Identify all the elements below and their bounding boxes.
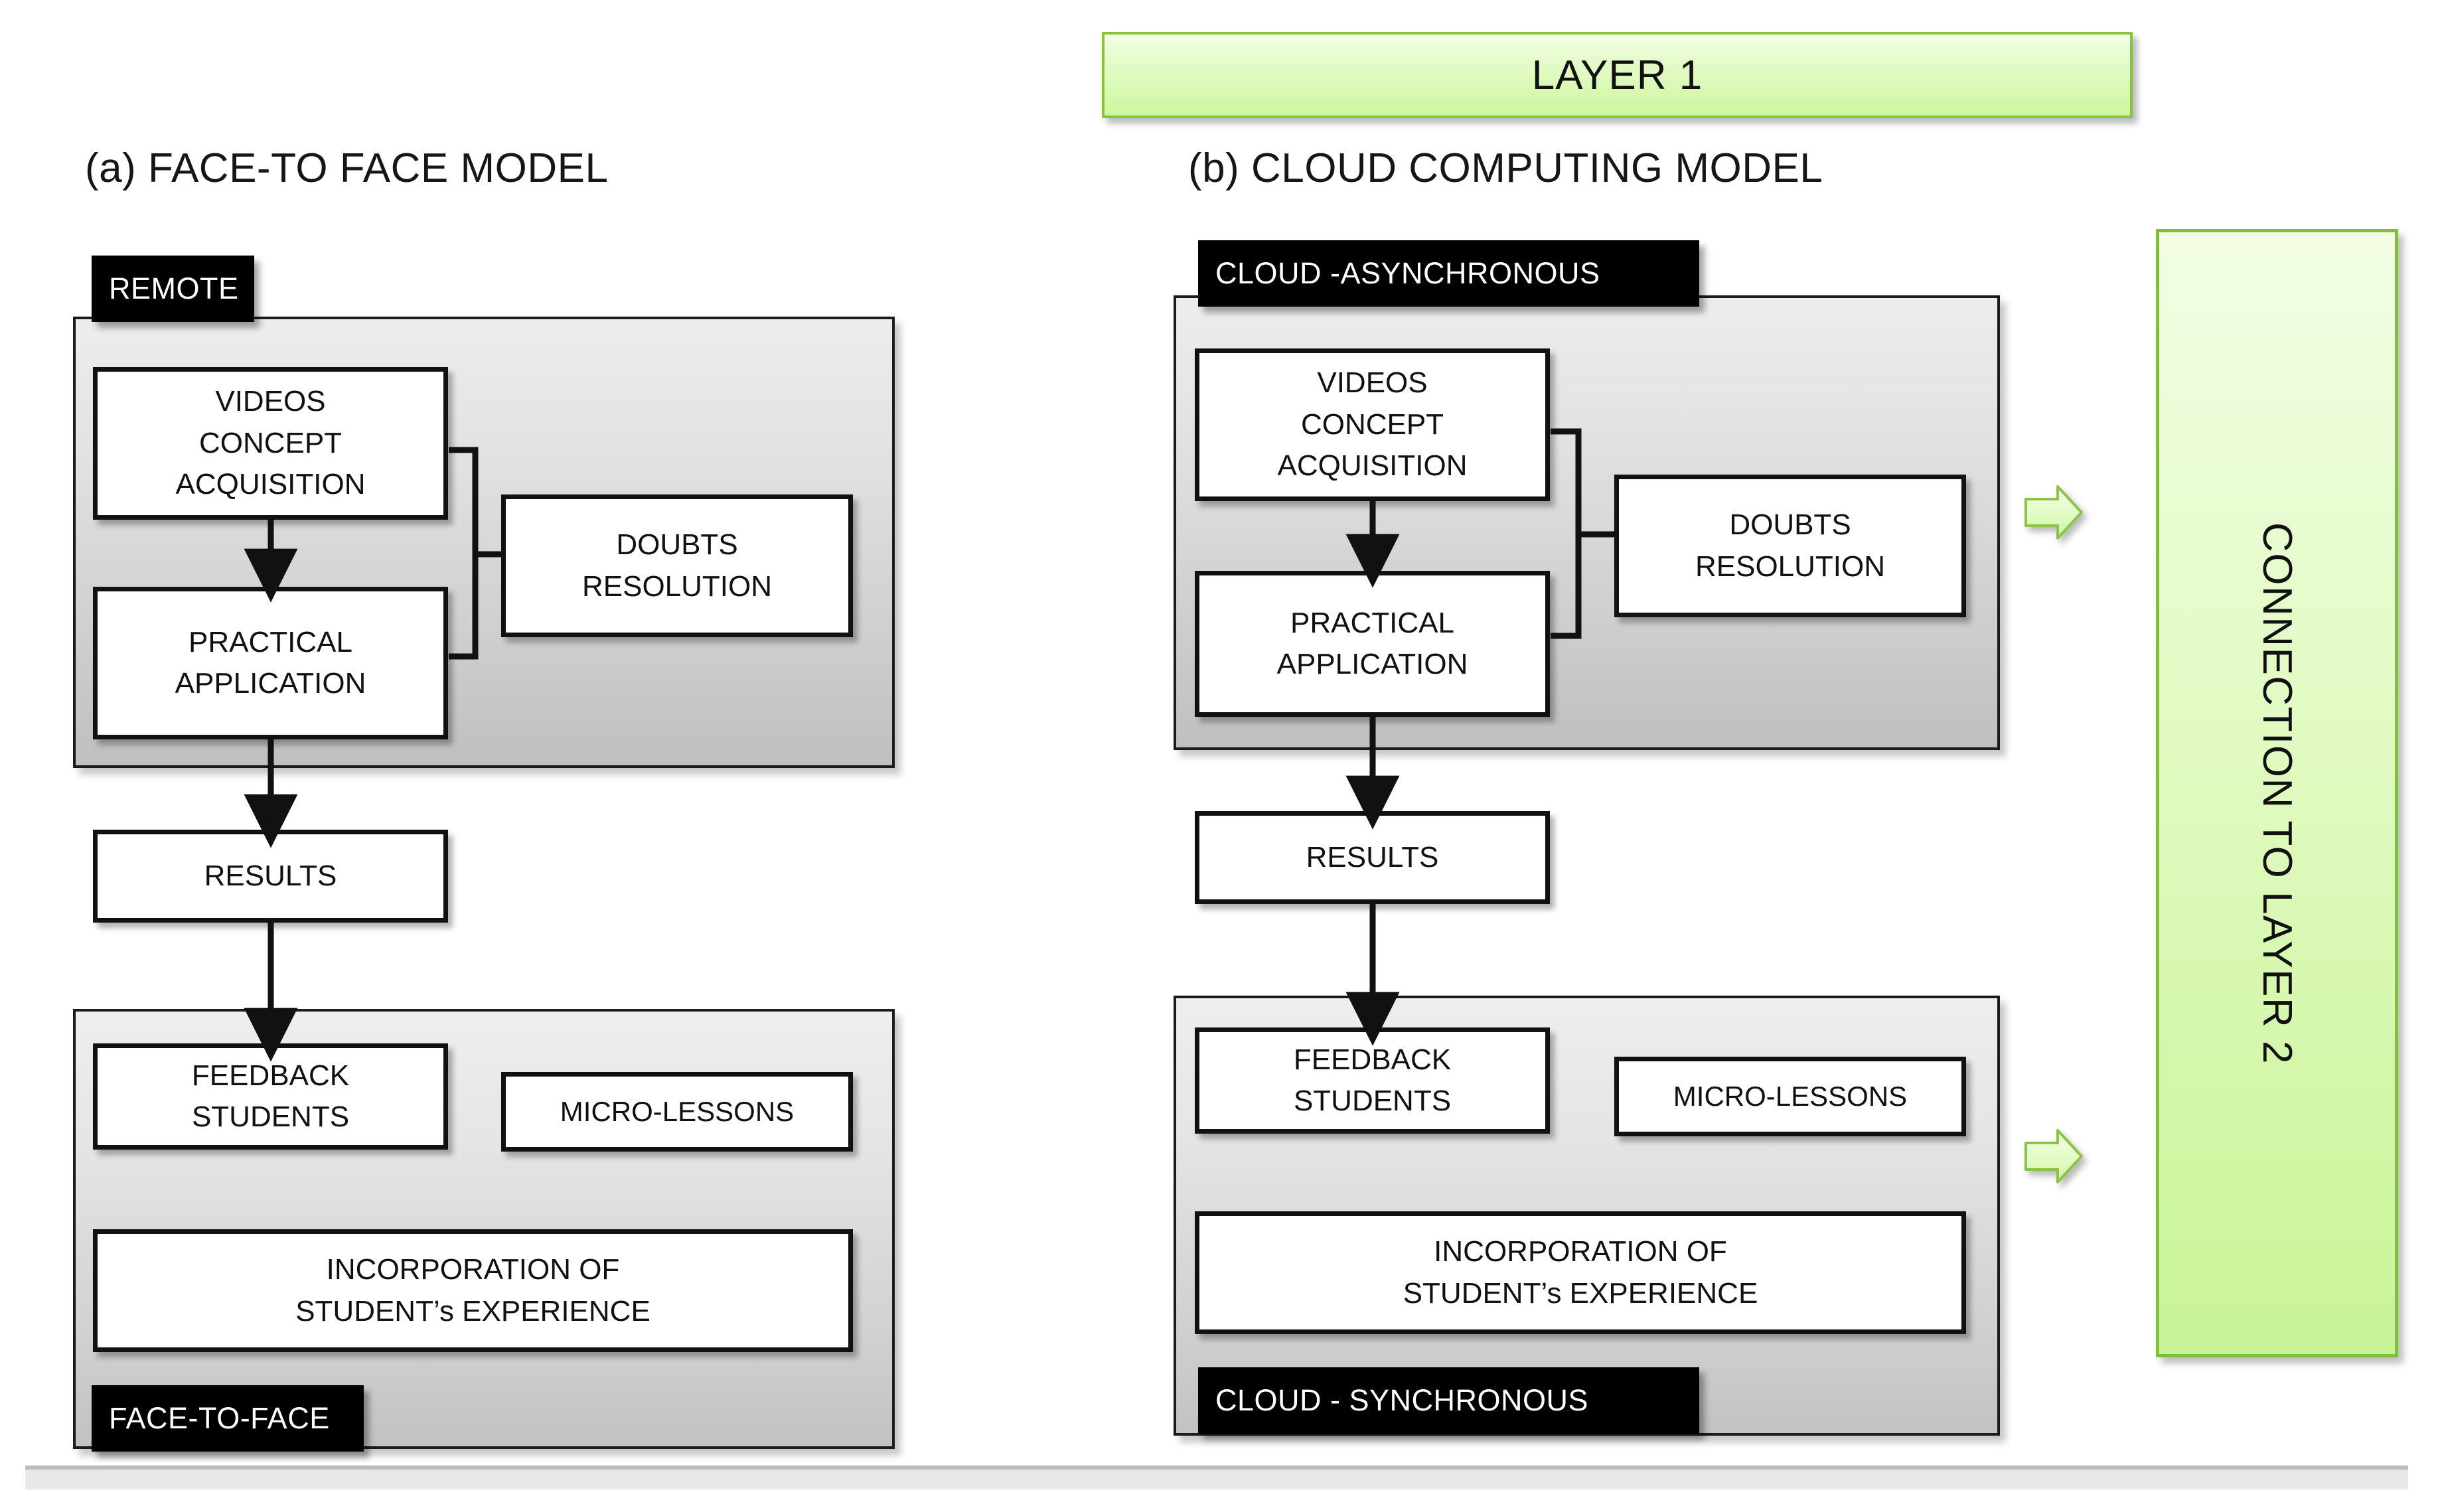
node-line-1: PRACTICAL <box>1290 606 1454 639</box>
node-feedback-students-ftf: FEEDBACK STUDENTS <box>93 1043 448 1150</box>
node-practical-application-cloud: PRACTICAL APPLICATION <box>1195 571 1550 717</box>
node-micro-lessons-cloud: MICRO-LESSONS <box>1614 1057 1966 1136</box>
node-line-2: CONCEPT <box>1300 408 1444 441</box>
node-line-2: STUDENTS <box>1293 1085 1452 1117</box>
node-line-1: RESULTS <box>1306 840 1439 873</box>
face-to-face-model-title: (a) FACE-TO FACE MODEL <box>85 145 609 191</box>
node-line-1: FEEDBACK <box>191 1059 350 1092</box>
node-micro-lessons-ftf: MICRO-LESSONS <box>501 1072 853 1152</box>
node-line-1: MICRO-LESSONS <box>1673 1081 1908 1112</box>
node-line-1: FEEDBACK <box>1293 1043 1452 1076</box>
node-videos-concept-acquisition-cloud: VIDEOS CONCEPT ACQUISITION <box>1195 348 1550 501</box>
node-line-2: RESOLUTION <box>581 569 773 603</box>
node-line-3: ACQUISITION <box>175 468 366 501</box>
node-line-1: VIDEOS <box>1317 366 1428 400</box>
tag-remote: REMOTE <box>92 256 254 322</box>
cloud-computing-model-title: (b) CLOUD COMPUTING MODEL <box>1188 145 1823 191</box>
node-line-2: RESOLUTION <box>1695 550 1886 583</box>
node-line-1: INCORPORATION OF <box>326 1253 620 1286</box>
node-line-2: APPLICATION <box>1276 648 1468 680</box>
node-incorporation-student-experience-cloud: INCORPORATION OF STUDENT’s EXPERIENCE <box>1195 1211 1966 1334</box>
green-arrow-upper <box>2024 485 2083 540</box>
node-line-2: CONCEPT <box>198 426 343 459</box>
node-line-1: RESULTS <box>204 859 337 892</box>
connection-to-layer-2-box: CONNECTION TO LAYER 2 <box>2156 229 2398 1357</box>
node-line-2: STUDENT’s EXPERIENCE <box>1403 1276 1758 1310</box>
node-line-3: ACQUISITION <box>1277 449 1468 483</box>
node-line-1: DOUBTS <box>616 528 738 562</box>
node-videos-concept-acquisition-ftf: VIDEOS CONCEPT ACQUISITION <box>93 367 448 520</box>
node-line-1: INCORPORATION OF <box>1434 1235 1727 1268</box>
node-line-2: STUDENTS <box>191 1100 350 1133</box>
connection-to-layer-2-label: CONNECTION TO LAYER 2 <box>2254 522 2301 1065</box>
node-results-cloud: RESULTS <box>1195 811 1550 904</box>
node-doubts-resolution-cloud: DOUBTS RESOLUTION <box>1614 475 1966 617</box>
node-incorporation-student-experience-ftf: INCORPORATION OF STUDENT’s EXPERIENCE <box>93 1229 853 1352</box>
node-practical-application-ftf: PRACTICAL APPLICATION <box>93 587 448 739</box>
layer-1-banner: LAYER 1 <box>1102 32 2133 118</box>
node-line-1: MICRO-LESSONS <box>560 1096 795 1128</box>
node-line-2: STUDENT’s EXPERIENCE <box>295 1294 650 1327</box>
tag-cloud-asynchronous: CLOUD -ASYNCHRONOUS <box>1198 240 1699 307</box>
node-line-1: PRACTICAL <box>189 625 352 658</box>
bottom-divider-strip <box>25 1466 2408 1489</box>
node-line-2: APPLICATION <box>175 667 366 700</box>
node-doubts-resolution-ftf: DOUBTS RESOLUTION <box>501 494 853 637</box>
node-results-ftf: RESULTS <box>93 830 448 923</box>
node-line-1: DOUBTS <box>1729 508 1851 542</box>
tag-face-to-face: FACE-TO-FACE <box>92 1385 364 1452</box>
green-arrow-lower <box>2024 1129 2083 1183</box>
node-feedback-students-cloud: FEEDBACK STUDENTS <box>1195 1027 1550 1134</box>
tag-cloud-synchronous: CLOUD - SYNCHRONOUS <box>1198 1367 1699 1434</box>
node-line-1: VIDEOS <box>215 385 326 418</box>
layer-1-label: LAYER 1 <box>1531 52 1703 98</box>
